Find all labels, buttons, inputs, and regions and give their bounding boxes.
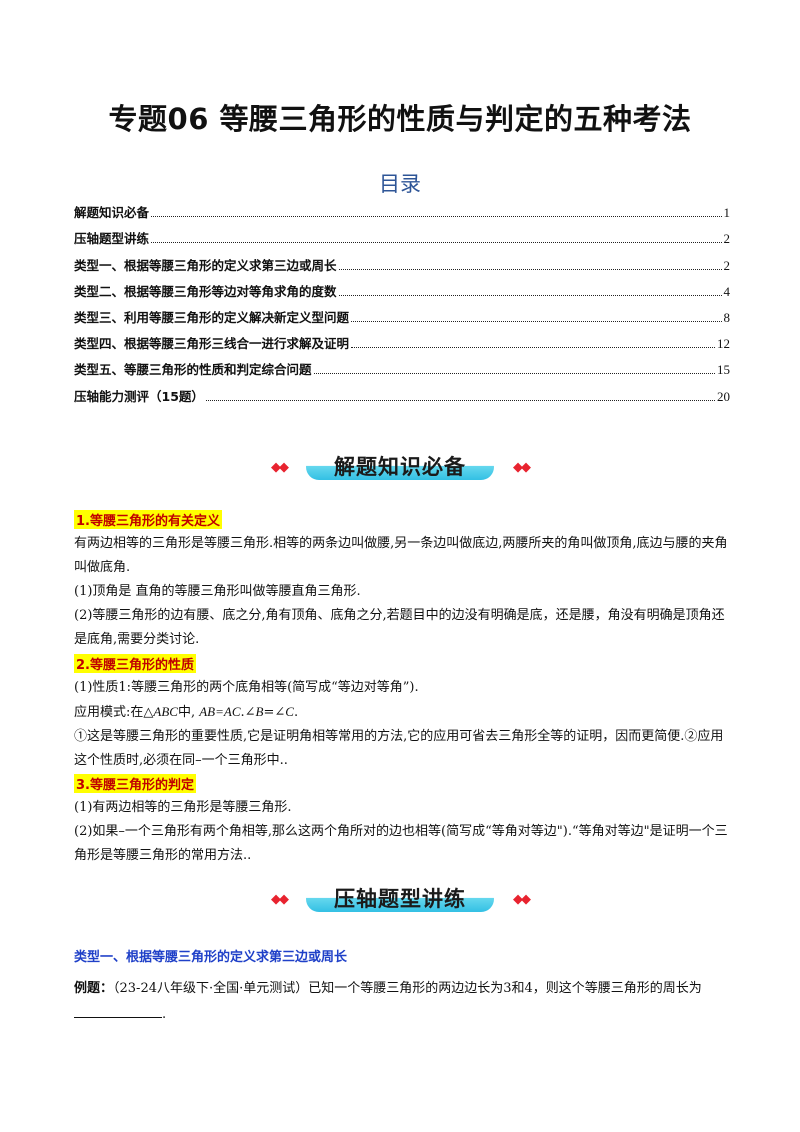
paragraph: (1)顶角是 直角的等腰三角形叫做等腰直角三角形. [74,584,361,599]
math-text: B [255,704,264,719]
text: 中, [177,705,200,720]
toc-item[interactable]: 类型四、根据等腰三角形三线合一进行求解及证明 12 [74,326,730,352]
banner-text: 压轴题型讲练 [334,887,466,911]
example-text: （23-24八年级下·全国·单元测试）已知一个等腰三角形的两边边长为3和4，则这… [113,981,702,996]
diamond-icon: ◆◆ [271,891,289,907]
section-heading: 3.等腰三角形的判定 [74,774,196,793]
diamond-icon: ◆◆ [271,459,289,475]
paragraph: (1)有两边相等的三角形是等腰三角形. [74,800,292,815]
toc-item-page: 2 [723,231,731,247]
section-banner-knowledge: ◆◆ 解题知识必备 ◆◆ [232,450,568,484]
toc-item-page: 4 [723,283,731,299]
toc-item[interactable]: 压轴题型讲练 2 [74,221,730,247]
toc-item-page: 20 [717,388,730,404]
toc-item-label: 压轴题型讲练 [74,231,150,247]
toc-heading: 目录 [379,172,421,196]
toc-leader-dots [351,347,715,349]
paragraph: 有两边相等的三角形是等腰三角形.相等的两条边叫做腰,另一条边叫做底边,两腰所夹的… [74,536,728,575]
toc-item-label: 类型二、根据等腰三角形等边对等角求角的度数 [74,283,337,299]
toc-item-page: 1 [723,205,731,221]
banner-text: 解题知识必备 [334,455,466,479]
diamond-icon: ◆◆ [513,891,531,907]
section-definitions: 1.等腰三角形的有关定义 有两边相等的三角形是等腰三角形.相等的两条边叫做腰,另… [74,510,734,652]
example-question: 例题：（23-24八年级下·全国·单元测试）已知一个等腰三角形的两边边长为3和4… [74,976,734,1028]
toc-item[interactable]: 类型一、根据等腰三角形的定义求第三边或周长 2 [74,247,730,273]
paragraph: (2)如果–一个三角形有两个角相等,那么这两个角所对的边也相等(简写成“等角对等… [74,824,728,863]
section-properties: 2.等腰三角形的性质 (1)性质1:等腰三角形的两个底角相等(简写成“等边对等角… [74,654,734,773]
toc-item-page: 8 [723,309,731,325]
text: .∠ [240,705,256,720]
toc-leader-dots [338,268,722,270]
paragraph-application: 应用模式:在△ABC中, AB=AC.∠B=∠C. [74,700,734,725]
banner-pill: 压轴题型讲练 [306,886,494,912]
paragraph: (2)等腰三角形的边有腰、底之分,角有顶角、底角之分,若题目中的边没有明确是底，… [74,608,725,647]
toc-item[interactable]: 类型五、等腰三角形的性质和判定综合问题 15 [74,352,730,378]
toc-item-page: 12 [717,336,730,352]
toc-leader-dots [151,242,722,244]
toc-item-label: 类型一、根据等腰三角形的定义求第三边或周长 [74,257,337,273]
section-banner-practice: ◆◆ 压轴题型讲练 ◆◆ [232,882,568,916]
section-heading: 1.等腰三角形的有关定义 [74,510,222,529]
answer-blank[interactable] [74,1003,162,1018]
example-label: 例题： [74,981,114,996]
toc-item-label: 类型四、根据等腰三角形三线合一进行求解及证明 [74,336,350,352]
toc-leader-dots [351,320,722,322]
toc-item[interactable]: 类型三、利用等腰三角形的定义解决新定义型问题 8 [74,300,730,326]
toc-item-page: 15 [717,362,730,378]
toc-item-page: 2 [723,257,731,273]
paragraph: ①这是等腰三角形的重要性质,它是证明角相等常用的方法,它的应用可省去三角形全等的… [74,729,724,768]
toc-item-label: 解题知识必备 [74,205,150,221]
toc-leader-dots [151,216,722,218]
math-text: ABC [153,704,178,719]
example-end: . [162,1007,167,1022]
text: . [293,705,299,720]
page-title: 专题06 等腰三角形的性质与判定的五种考法 [108,102,692,136]
type-heading: 类型一、根据等腰三角形的定义求第三边或周长 [74,950,348,965]
toc-leader-dots [313,373,715,375]
toc-leader-dots [338,294,722,296]
toc-item[interactable]: 压轴能力测评（15题） 20 [74,378,730,404]
text: =∠ [263,705,286,720]
toc-leader-dots [205,399,715,401]
paragraph: (1)性质1:等腰三角形的两个底角相等(简写成“等边对等角”). [74,680,419,695]
math-text: C [285,704,294,719]
table-of-contents: 解题知识必备 1 压轴题型讲练 2 类型一、根据等腰三角形的定义求第三边或周长 … [74,195,730,405]
math-text: AB=AC [199,704,241,719]
section-heading: 2.等腰三角形的性质 [74,654,196,673]
diamond-icon: ◆◆ [513,459,531,475]
toc-item-label: 类型五、等腰三角形的性质和判定综合问题 [74,362,312,378]
toc-item[interactable]: 解题知识必备 1 [74,195,730,221]
toc-item[interactable]: 类型二、根据等腰三角形等边对等角求角的度数 4 [74,274,730,300]
text: 应用模式:在△ [74,705,154,720]
toc-item-label: 类型三、利用等腰三角形的定义解决新定义型问题 [74,309,350,325]
toc-item-label: 压轴能力测评（15题） [74,388,204,404]
banner-pill: 解题知识必备 [306,454,494,480]
section-criteria: 3.等腰三角形的判定 (1)有两边相等的三角形是等腰三角形. (2)如果–一个三… [74,774,734,868]
